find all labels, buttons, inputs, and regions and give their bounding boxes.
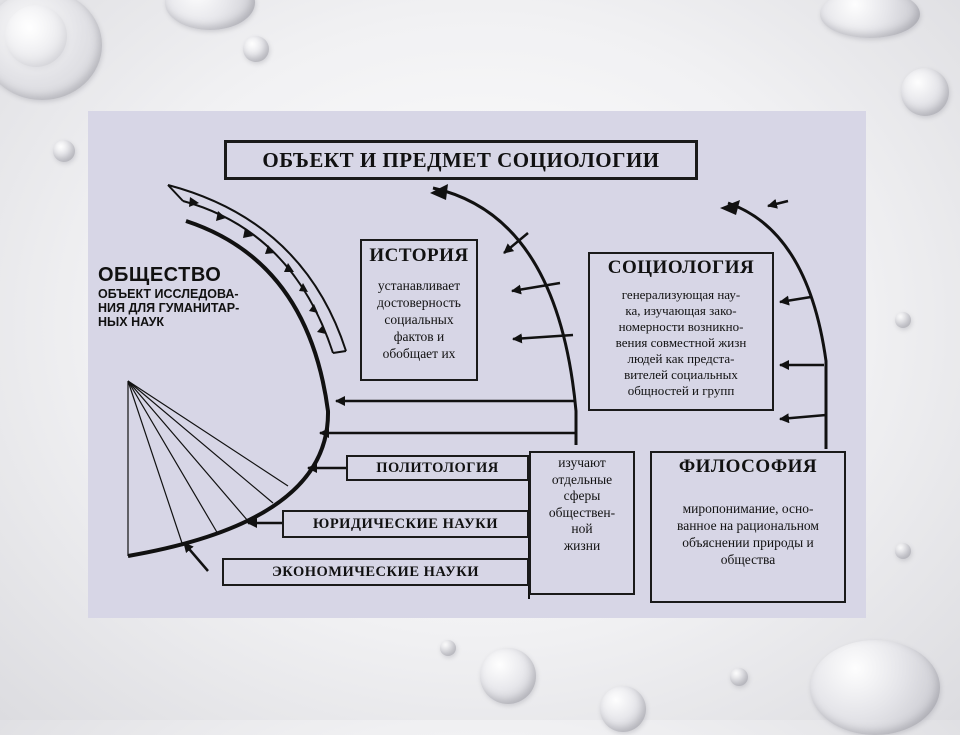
water-drop [820, 0, 920, 38]
society-band [167, 184, 347, 354]
water-drop [895, 312, 911, 328]
history-box: ИСТОРИЯ устанавливает достоверность соци… [360, 239, 478, 381]
page-title: ОБЪЕКТ И ПРЕДМЕТ СОЦИОЛОГИИ [224, 140, 698, 180]
water-drop [730, 668, 748, 686]
arrow-head [720, 200, 740, 215]
sociology-curve [727, 201, 828, 449]
arrow-left [512, 333, 574, 344]
water-drop [165, 0, 255, 30]
society-line: НИЯ ДЛЯ ГУМАНИТАР- [98, 301, 240, 315]
spheres-line: сферы [563, 488, 601, 503]
history-line: фактов и [393, 329, 445, 344]
sociology-description: генерализующая нау- ка, изучающая зако- … [590, 287, 772, 399]
sociology-line: вителей социальных [624, 367, 738, 382]
water-drop [901, 68, 949, 116]
spheres-line: отдельные [551, 471, 613, 487]
water-drop [440, 640, 456, 656]
history-heading: ИСТОРИЯ [369, 245, 469, 266]
history-description: устанавливает достоверность социальных ф… [362, 277, 476, 362]
society-line: НЫХ НАУК [98, 315, 165, 329]
philosophy-line: ванное на рациональном [677, 518, 819, 533]
diagram-graphics [127, 184, 828, 599]
politology-strip: ПОЛИТОЛОГИЯ [346, 455, 529, 481]
society-heading: ОБЩЕСТВО [98, 264, 222, 286]
history-curve [432, 186, 578, 445]
economics-strip: ЭКОНОМИЧЕСКИЕ НАУКИ [222, 558, 529, 586]
philosophy-description: миропонимание, осно- ванное на рациональ… [652, 500, 844, 568]
sociology-heading: СОЦИОЛОГИЯ [607, 257, 755, 278]
philosophy-line: общества [720, 552, 776, 567]
arrow-left [779, 413, 827, 424]
society-fan [127, 380, 289, 556]
arrow-head [430, 184, 448, 200]
arrow-left [779, 295, 812, 306]
society-arc [127, 219, 331, 558]
history-line: социальных [384, 312, 454, 327]
sociology-line: генерализующая нау- [621, 287, 741, 302]
water-drop [810, 640, 940, 735]
spheres-line: жизни [563, 537, 601, 553]
society-line: ОБЪЕКТ ИССЛЕДОВА- [98, 287, 239, 301]
arrow-economics [183, 542, 209, 572]
philosophy-heading: ФИЛОСОФИЯ [678, 456, 818, 477]
history-line: достоверность [377, 295, 461, 310]
water-drop [0, 0, 102, 100]
sociology-line: людей как предста- [627, 351, 735, 366]
arrow-left [767, 198, 789, 209]
spheres-line: обществен- [548, 504, 616, 520]
sociology-line: общностей и групп [627, 383, 735, 398]
spheres-description: изучают отдельные сферы обществен- ной ж… [531, 455, 633, 554]
history-line: обобщает их [382, 346, 456, 361]
history-line: устанавливает [377, 278, 461, 293]
sociology-line: номерности возникно- [618, 319, 744, 334]
water-drop [53, 140, 75, 162]
band-arrows [189, 197, 326, 334]
spheres-line: ной [571, 521, 593, 536]
arrow-left [503, 232, 529, 254]
diagram-panel: ОБЪЕКТ И ПРЕДМЕТ СОЦИОЛОГИИ ОБЩЕСТВО ОБЪ… [88, 111, 866, 618]
philosophy-box: ФИЛОСОФИЯ миропонимание, осно- ванное на… [650, 451, 846, 603]
water-drop [895, 543, 911, 559]
water-drop [600, 686, 646, 732]
arrow-left [511, 281, 561, 295]
spheres-box: изучают отдельные сферы обществен- ной ж… [529, 451, 635, 595]
sociology-line: вения совместной жизн [615, 335, 747, 350]
philosophy-line: миропонимание, осно- [682, 501, 814, 516]
water-drop [243, 36, 269, 62]
society-label: ОБЩЕСТВО ОБЪЕКТ ИССЛЕДОВА- НИЯ ДЛЯ ГУМАН… [98, 264, 288, 329]
spheres-line: изучают [558, 455, 606, 470]
philosophy-line: объяснении природы и [682, 535, 814, 550]
water-drop [480, 648, 536, 704]
law-strip: ЮРИДИЧЕСКИЕ НАУКИ [282, 510, 529, 538]
sociology-box: СОЦИОЛОГИЯ генерализующая нау- ка, изуча… [588, 252, 774, 411]
sociology-line: ка, изучающая зако- [625, 303, 737, 318]
